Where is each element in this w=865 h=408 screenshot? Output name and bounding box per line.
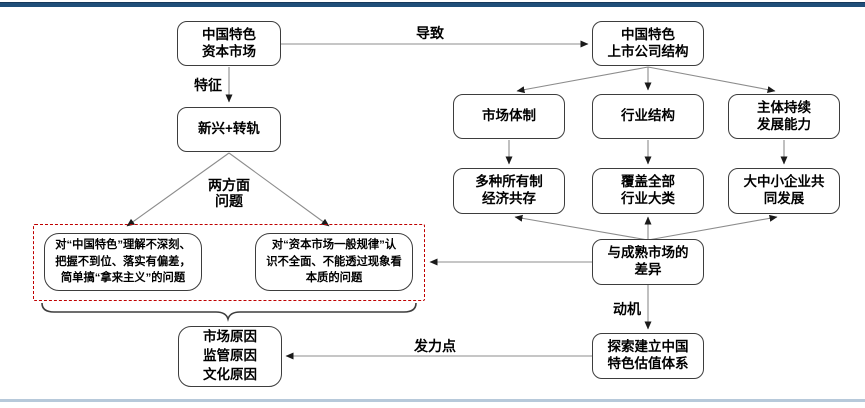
node-line: 覆盖全部: [621, 174, 675, 190]
node-line: 发展能力: [757, 116, 811, 132]
node-listed-structure: 中国特色 上市公司结构: [592, 21, 704, 66]
node-line: 新兴+转轨: [198, 121, 260, 137]
node-line: 行业结构: [621, 108, 675, 124]
node-industry-coverage: 覆盖全部 行业大类: [592, 168, 704, 214]
node-valuation-system: 探索建立中国 特色估值体系: [592, 333, 704, 379]
node-line: 行业大类: [621, 191, 675, 206]
edge-label-line: 问题: [215, 193, 243, 210]
node-line: 同发展: [763, 191, 805, 206]
node-line: 与成熟市场的: [607, 245, 689, 261]
node-capital-market: 中国特色 资本市场: [177, 21, 281, 66]
edge-label-daozhi: 导致: [416, 25, 444, 41]
edge-label-line: 两方面: [208, 177, 250, 193]
edge-label-dongji: 动机: [613, 301, 641, 317]
arrow-gap-to-enterprise: [647, 214, 778, 241]
node-problem-left: 对“中国特色”理解不深刻、 把握不到位、落实有偏差， 简单搞“拿来主义”的问题: [44, 233, 202, 291]
node-line: 中国特色: [202, 26, 256, 42]
node-line: 文化原因: [203, 366, 257, 382]
edge-label-falidian: 发力点: [414, 338, 456, 354]
problems-dashed-frame: [33, 224, 425, 301]
node-line: 主体持续: [757, 99, 811, 115]
node-enterprise-dev: 大中小企业共 同发展: [728, 168, 840, 214]
bottom-rule: [0, 399, 865, 402]
node-market-system: 市场体制: [453, 94, 565, 139]
node-line: 市场体制: [482, 108, 536, 124]
underbrace-shape: [41, 302, 417, 322]
node-line: 本质的问题: [305, 272, 363, 285]
node-reasons: 市场原因 监管原因 文化原因: [178, 326, 282, 387]
arrow-to-market-system: [516, 66, 649, 94]
arrow-problem-left: [126, 152, 230, 227]
node-line: 简单搞“拿来主义”的问题: [60, 272, 186, 285]
node-line: 中国特色: [621, 26, 675, 42]
node-line: 经济共存: [482, 191, 536, 206]
node-problem-right: 对“资本市场一般规律”认 识不全面、不能透过现象看 本质的问题: [255, 233, 413, 291]
arrow-gap-to-ownership: [514, 214, 649, 241]
node-line: 监管原因: [203, 348, 257, 364]
node-mature-gap: 与成熟市场的 差异: [592, 239, 704, 285]
arrow-problem-right: [228, 152, 330, 227]
node-line: 上市公司结构: [607, 43, 689, 59]
node-line: 特色估值体系: [607, 356, 689, 371]
top-rule: [0, 2, 865, 7]
node-line: 差异: [634, 262, 662, 277]
edge-label-liangfangmian: 两方面 问题: [199, 177, 259, 209]
node-line: 对“资本市场一般规律”认: [271, 238, 397, 251]
edge-label-tezheng: 特征: [194, 77, 222, 93]
node-line: 对“中国特色”理解不深刻、: [55, 238, 191, 251]
node-line: 多种所有制: [475, 174, 543, 190]
node-line: 市场原因: [203, 329, 257, 345]
node-ownership-coexist: 多种所有制 经济共存: [453, 168, 565, 214]
node-line: 大中小企业共: [743, 174, 825, 190]
node-line: 探索建立中国: [607, 339, 689, 355]
node-line: 资本市场: [202, 43, 256, 59]
node-line: 识不全面、不能透过现象看: [266, 255, 402, 268]
arrow-to-entity-capability: [647, 66, 776, 94]
node-emerging-transition: 新兴+转轨: [177, 107, 281, 152]
node-line: 把握不到位、落实有偏差，: [55, 255, 191, 268]
node-industry-structure: 行业结构: [592, 94, 704, 139]
node-entity-capability: 主体持续 发展能力: [728, 94, 840, 139]
